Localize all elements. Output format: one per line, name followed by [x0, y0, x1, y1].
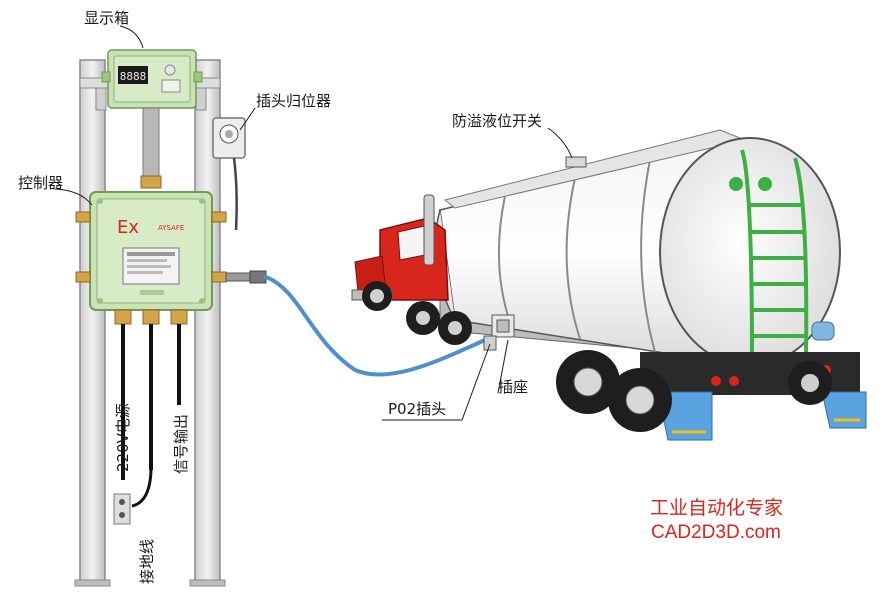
- ground-terminal: [113, 493, 131, 525]
- tail-light: [711, 376, 721, 386]
- tail-light: [729, 376, 739, 386]
- p02-hose: [264, 275, 487, 377]
- label-ground-wire: 接地线: [138, 539, 156, 584]
- label-overflow-switch: 防溢液位开关: [452, 112, 542, 130]
- trailer-wheels: [556, 350, 832, 432]
- watermark-line1: 工业自动化专家: [650, 497, 783, 519]
- label-socket: 插座: [498, 378, 528, 396]
- label-controller: 控制器: [18, 174, 63, 192]
- label-signal-output: 信号输出: [172, 414, 190, 474]
- label-220v-power: 220V电源: [114, 403, 132, 472]
- conduit-pipe: [140, 107, 162, 189]
- display-digits: 8888: [120, 70, 147, 83]
- stand-frame: [74, 59, 226, 587]
- trailer-socket: [483, 314, 515, 351]
- plug-return-device: [212, 117, 246, 231]
- display-box: 8888: [101, 49, 203, 109]
- leader-lines: [54, 25, 573, 421]
- label-p02-plug: P02插头: [388, 400, 446, 418]
- truck-cab: [351, 194, 472, 345]
- watermark-line2: CAD2D3D.com: [651, 522, 781, 543]
- controller-box: Ex AYSAFE: [75, 191, 227, 325]
- label-display-box: 显示箱: [84, 9, 129, 27]
- ex-mark: Ex: [117, 217, 139, 238]
- tank-ladder: [740, 149, 809, 361]
- brand-plate: AYSAFE: [158, 224, 184, 232]
- tanker-truck: [351, 129, 867, 441]
- label-plug-return: 插头归位器: [256, 92, 331, 110]
- overflow-switch-device: [565, 156, 587, 168]
- controller-cable-connector: [225, 270, 267, 284]
- mudflap: [821, 391, 867, 429]
- power-cables: [121, 324, 181, 508]
